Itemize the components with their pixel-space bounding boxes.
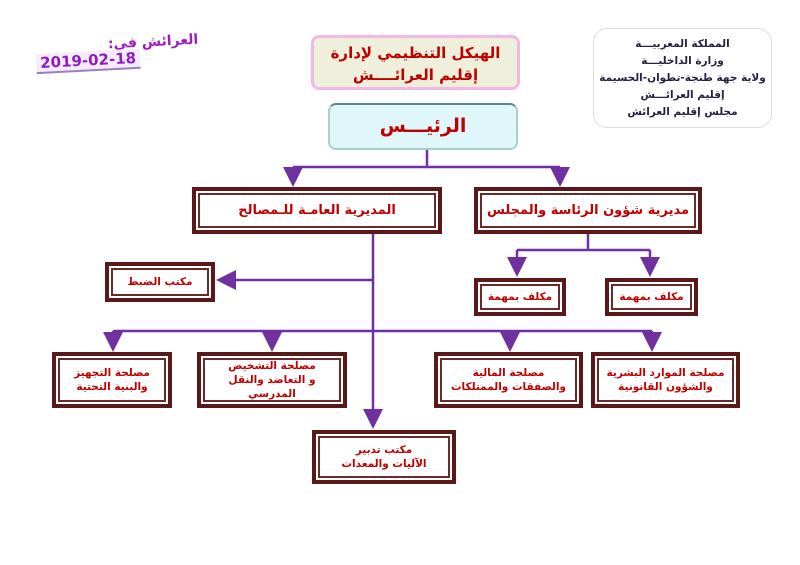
header-line: إقليم العرائـــش [640, 89, 725, 101]
service-line1: مصلحة التشخيص [228, 360, 316, 372]
service-line1: مصلحة المالية [472, 367, 545, 379]
office-line1: مكتب تدبير [355, 444, 413, 456]
service-line1: مصلحة التجهيز [74, 367, 150, 379]
president-box: الرئيـــس [328, 103, 518, 150]
service-box-equipment: مصلحة التجهيز والبنية التحتية [52, 352, 172, 408]
service-line2: و التعاضد والنقل المدرسي [228, 374, 316, 400]
chart-title: الهيكل التنظيمي لإدارة إقليم العرائــــش [311, 35, 520, 90]
service-box-diagnosis: مصلحة التشخيص و التعاضد والنقل المدرسي [197, 352, 347, 408]
office-line2: الآليات والمعدات [341, 458, 427, 470]
presidency-directorate-box: مديرية شؤون الرئاسة والمجلس [474, 187, 702, 234]
title-line1: الهيكل التنظيمي لإدارة [330, 44, 501, 62]
tasked-box: مكلف بمهمة [474, 278, 566, 316]
header-line: المملكة المغربيـــة [635, 38, 730, 50]
presidency-directorate-label: مديرية شؤون الرئاسة والمجلس [480, 193, 696, 228]
header-line: وزارة الداخليـــة [641, 55, 724, 67]
service-line1: مصلحة الموارد البشرية [606, 367, 725, 379]
equipment-office-box: مكتب تدبير الآليات والمعدات [312, 430, 456, 484]
general-directorate-label: المديرية العامـة للـمصالح [198, 193, 436, 228]
header-line: ولاية جهة طنجة-تطوان-الحسيمة [599, 72, 766, 84]
general-directorate-box: المديرية العامـة للـمصالح [192, 187, 442, 234]
title-line2: إقليم العرائــــش [352, 66, 479, 84]
date-value: 2019-02-18 [35, 48, 141, 75]
service-line2: والصفقات والممتلكات [451, 381, 566, 393]
service-box-finance: مصلحة المالية والصفقات والممتلكات [434, 352, 583, 408]
service-line2: والشؤون القانونية [618, 381, 713, 393]
header-institution-box: المملكة المغربيـــة وزارة الداخليـــة ول… [593, 28, 772, 128]
control-office-box: مكتب الضبط [105, 262, 215, 302]
service-box-hr: مصلحة الموارد البشرية والشؤون القانونية [591, 352, 740, 408]
header-line: مجلس إقليم العرائش [627, 106, 738, 118]
tasked-label: مكلف بمهمة [480, 284, 560, 310]
tasked-label: مكلف بمهمة [611, 284, 692, 310]
tasked-box: مكلف بمهمة [605, 278, 698, 316]
service-line2: والبنية التحتية [76, 381, 148, 393]
control-office-label: مكتب الضبط [111, 268, 209, 296]
